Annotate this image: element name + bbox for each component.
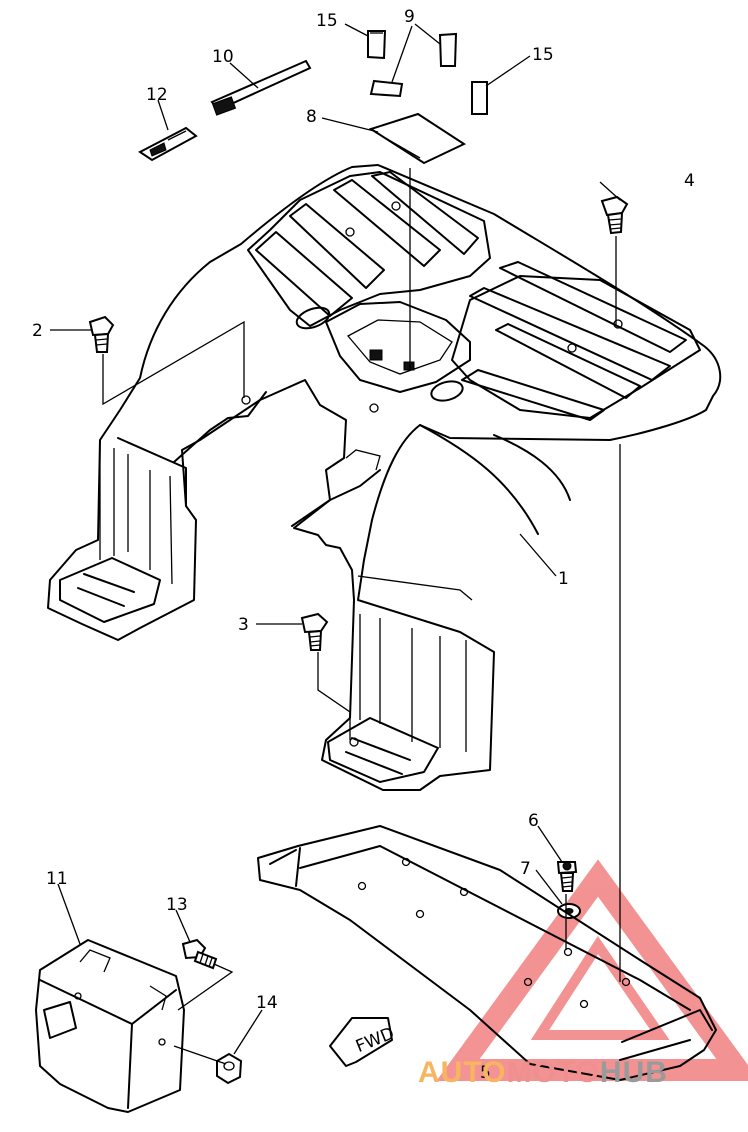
callout-8: 8 xyxy=(306,107,317,127)
callout-4: 4 xyxy=(684,171,695,191)
fwd-label: FWD xyxy=(353,1024,397,1057)
pad-15-left xyxy=(367,30,387,60)
bolt-4 xyxy=(600,195,629,235)
callout-13: 13 xyxy=(166,895,188,915)
watermark-text: AUTOMOTOHUB xyxy=(418,1056,668,1089)
watermark-part1: AUTO xyxy=(418,1056,506,1089)
callout-3: 3 xyxy=(238,615,249,635)
watermark-part3: HUB xyxy=(600,1056,668,1089)
callout-5: 5 xyxy=(480,1063,491,1083)
callout-6: 6 xyxy=(528,811,539,831)
callout-11: 11 xyxy=(46,869,68,889)
bolt-6 xyxy=(556,861,578,892)
washer-7 xyxy=(557,903,581,919)
pad-9-right xyxy=(438,32,458,67)
bolt-2 xyxy=(88,315,115,353)
callout-15b: 15 xyxy=(532,45,554,65)
bolt-13 xyxy=(181,938,218,970)
leader-lines xyxy=(50,23,621,1065)
callout-10: 10 xyxy=(212,47,234,67)
watermark-logo xyxy=(436,859,748,1081)
callout-14: 14 xyxy=(256,993,278,1013)
bracket-12 xyxy=(138,126,198,162)
strap-10 xyxy=(210,59,312,116)
pad-15-right xyxy=(471,81,488,115)
rear-fender xyxy=(47,164,722,791)
rear-carrier xyxy=(257,825,717,1081)
storage-box xyxy=(35,939,185,1113)
pad-9-left xyxy=(369,79,404,98)
watermark-part2: MOTO xyxy=(506,1056,599,1089)
bolt-3 xyxy=(300,612,329,651)
callout-12: 12 xyxy=(146,85,168,105)
callout-labels: 15 9 15 10 12 8 4 2 1 3 6 7 11 13 14 5 xyxy=(32,7,695,1083)
fwd-arrow: FWD xyxy=(329,1017,397,1067)
callout-9: 9 xyxy=(404,7,415,27)
callout-15a: 15 xyxy=(316,11,338,31)
plate-8 xyxy=(368,112,467,165)
nut-14 xyxy=(216,1052,243,1085)
callout-2: 2 xyxy=(32,321,43,341)
callout-1: 1 xyxy=(558,569,569,589)
svg-text:AUTOMOTOHUB: AUTOMOTOHUB xyxy=(418,1056,668,1089)
callout-7: 7 xyxy=(520,859,531,879)
